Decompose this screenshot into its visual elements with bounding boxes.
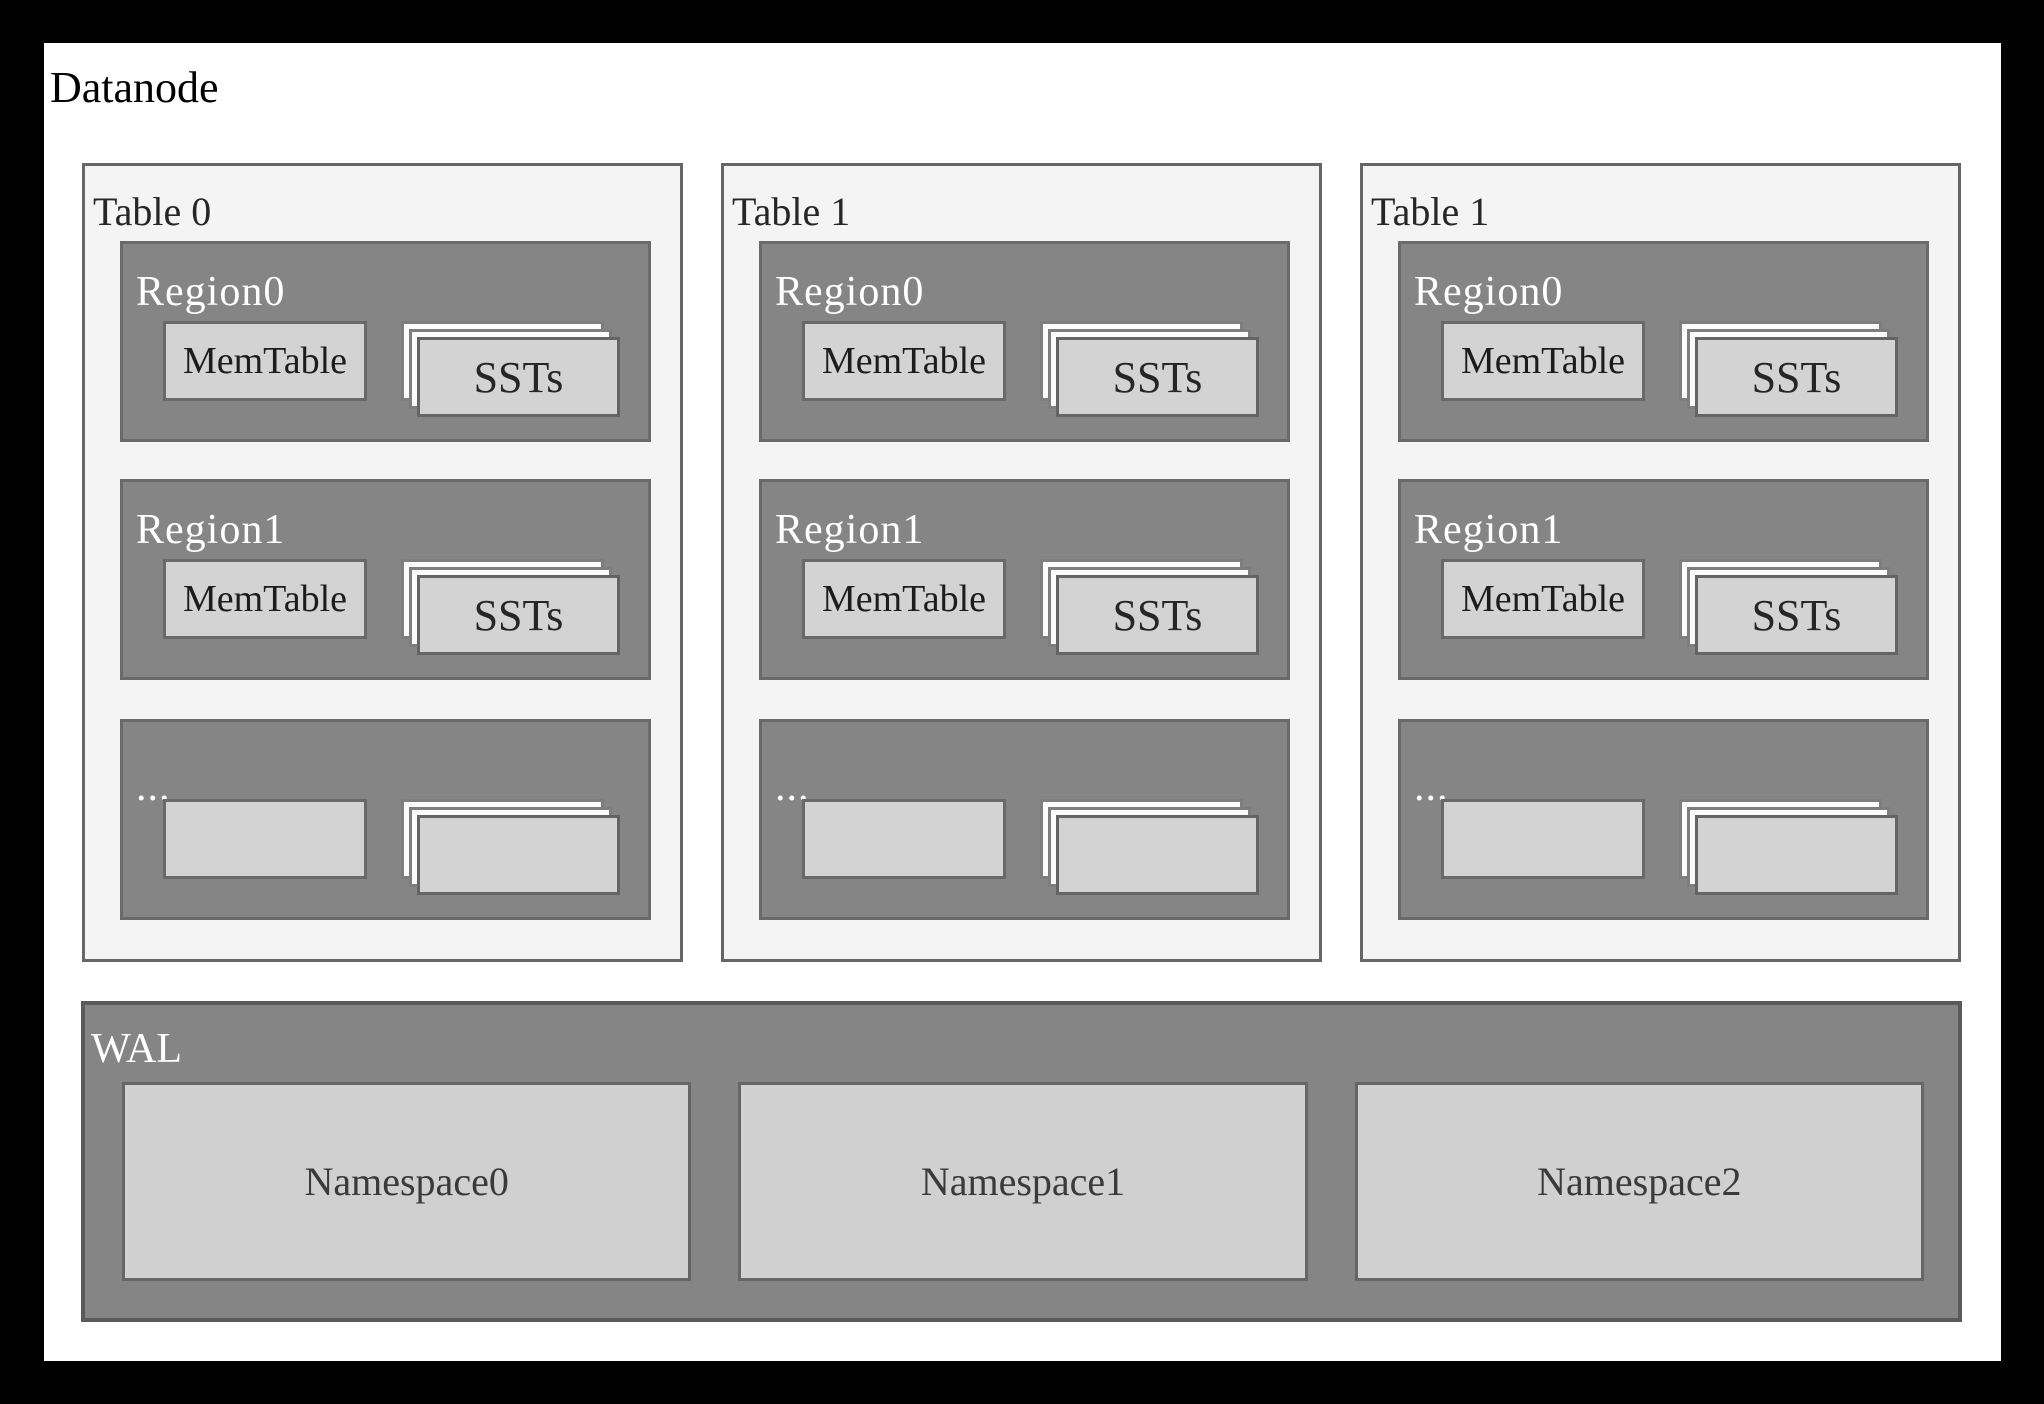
namespace-row: Namespace0 Namespace1 Namespace2: [122, 1082, 1924, 1281]
region-label: Region0: [136, 269, 286, 315]
sst-stack-empty: [1679, 799, 1898, 895]
table-box-1: Table 1 Region0 MemTable SSTs Region1 Me…: [721, 163, 1322, 962]
sst-card-front: SSTs: [417, 337, 620, 417]
region-label: Region1: [1414, 507, 1564, 553]
region-box-ellipsis: ...: [1398, 719, 1929, 920]
tables-row: Table 0 Region0 MemTable SSTs Region1 Me…: [82, 163, 1961, 962]
region-box: Region1 MemTable SSTs: [1398, 479, 1929, 680]
sst-card-front: [1056, 815, 1259, 895]
memtable-box: MemTable: [802, 559, 1006, 639]
sst-stack: SSTs: [401, 559, 620, 655]
table-box-0: Table 0 Region0 MemTable SSTs Region1 Me…: [82, 163, 683, 962]
sst-card-front: SSTs: [1056, 337, 1259, 417]
sst-stack: SSTs: [401, 321, 620, 417]
memtable-box-empty: [1441, 799, 1645, 879]
memtable-box: MemTable: [802, 321, 1006, 401]
sst-card-front: [1695, 815, 1898, 895]
memtable-box: MemTable: [163, 559, 367, 639]
table-label: Table 1: [732, 189, 851, 234]
region-label: Region0: [775, 269, 925, 315]
sst-card-front: SSTs: [417, 575, 620, 655]
region-box-ellipsis: ...: [120, 719, 651, 920]
datanode-panel: Datanode Table 0 Region0 MemTable SSTs R…: [44, 43, 2001, 1361]
page-title: Datanode: [50, 63, 219, 112]
sst-stack: SSTs: [1040, 321, 1259, 417]
region-label: Region0: [1414, 269, 1564, 315]
sst-stack-empty: [1040, 799, 1259, 895]
sst-stack-empty: [401, 799, 620, 895]
sst-card-front: [417, 815, 620, 895]
region-box: Region0 MemTable SSTs: [759, 241, 1290, 442]
memtable-box: MemTable: [1441, 321, 1645, 401]
sst-stack: SSTs: [1679, 559, 1898, 655]
region-box-ellipsis: ...: [759, 719, 1290, 920]
sst-card-front: SSTs: [1056, 575, 1259, 655]
region-box: Region0 MemTable SSTs: [1398, 241, 1929, 442]
region-box: Region0 MemTable SSTs: [120, 241, 651, 442]
memtable-box-empty: [802, 799, 1006, 879]
sst-card-front: SSTs: [1695, 575, 1898, 655]
region-label: Region1: [775, 507, 925, 553]
region-box: Region1 MemTable SSTs: [759, 479, 1290, 680]
sst-card-front: SSTs: [1695, 337, 1898, 417]
namespace-box-1: Namespace1: [738, 1082, 1308, 1281]
region-box: Region1 MemTable SSTs: [120, 479, 651, 680]
region-label: Region1: [136, 507, 286, 553]
namespace-box-0: Namespace0: [122, 1082, 692, 1281]
namespace-box-2: Namespace2: [1354, 1082, 1924, 1281]
table-box-2: Table 1 Region0 MemTable SSTs Region1 Me…: [1360, 163, 1961, 962]
memtable-box: MemTable: [163, 321, 367, 401]
table-label: Table 1: [1371, 189, 1490, 234]
memtable-box: MemTable: [1441, 559, 1645, 639]
sst-stack: SSTs: [1040, 559, 1259, 655]
memtable-box-empty: [163, 799, 367, 879]
table-label: Table 0: [93, 189, 212, 234]
wal-box: WAL Namespace0 Namespace1 Namespace2: [81, 1001, 1962, 1322]
wal-label: WAL: [91, 1026, 182, 1072]
sst-stack: SSTs: [1679, 321, 1898, 417]
